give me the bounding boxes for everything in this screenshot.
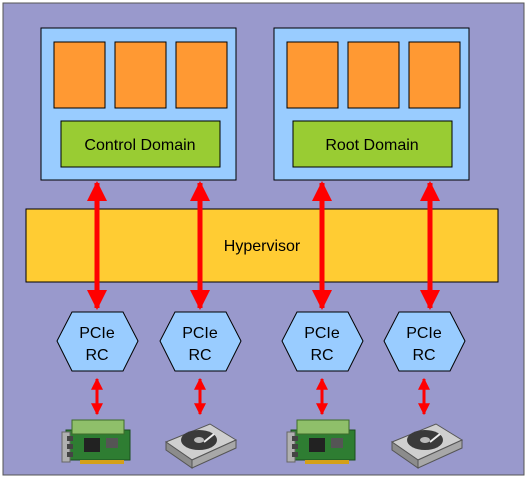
rc-label: RC — [412, 347, 435, 364]
pcie-rc-node: PCIe RC — [383, 311, 466, 372]
root-domain-label: Root Domain — [325, 137, 418, 154]
vcpu-block — [286, 41, 339, 109]
pcie-label: PCIe — [304, 325, 340, 342]
rc-label: RC — [310, 347, 333, 364]
domain-label-box — [60, 120, 221, 168]
vcpu-block — [347, 41, 400, 109]
pcie-rc-node: PCIe RC — [56, 311, 139, 372]
hypervisor-label: Hypervisor — [224, 238, 301, 255]
control-domain-label: Control Domain — [84, 137, 195, 154]
vcpu-block — [408, 41, 461, 109]
pcie-rc-node: PCIe RC — [159, 311, 242, 372]
vcpu-block — [114, 41, 167, 109]
domain-label-box — [292, 120, 453, 168]
hard-disk-icon — [390, 423, 464, 469]
pcie-label: PCIe — [182, 325, 218, 342]
pcie-rc-node: PCIe RC — [281, 311, 364, 372]
pcie-label: PCIe — [79, 325, 115, 342]
pcie-label: PCIe — [406, 325, 442, 342]
hard-disk-icon — [164, 423, 238, 469]
pcie-hexagon — [281, 311, 364, 372]
root-domain: Root Domain — [273, 27, 470, 181]
pcie-hexagon — [56, 311, 139, 372]
network-card-icon — [286, 419, 356, 464]
pcie-hexagon — [159, 311, 242, 372]
pcie-hexagon — [383, 311, 466, 372]
rc-label: RC — [85, 347, 108, 364]
rc-label: RC — [188, 347, 211, 364]
network-card-icon — [61, 419, 131, 464]
control-domain: Control Domain — [40, 27, 237, 181]
vcpu-block — [175, 41, 228, 109]
vcpu-block — [53, 41, 106, 109]
